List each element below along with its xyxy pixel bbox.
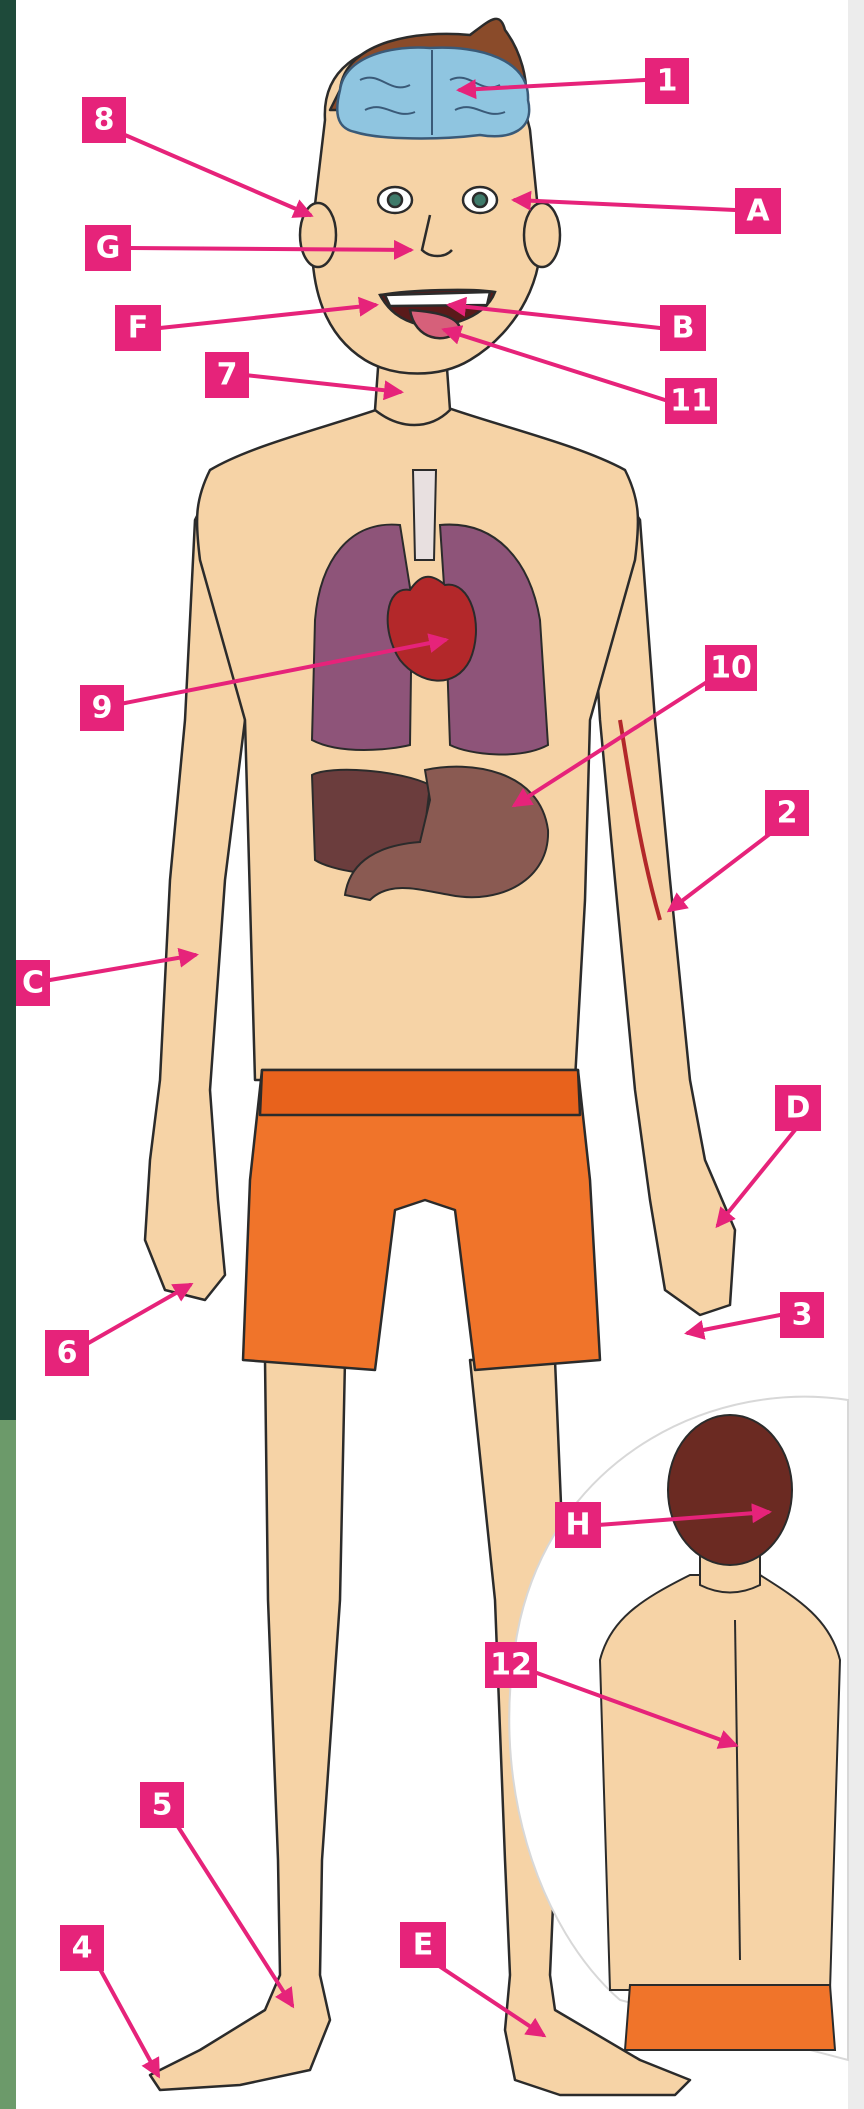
label-H-text: H bbox=[565, 1508, 590, 1543]
teeth bbox=[385, 292, 490, 306]
label-4-text: 4 bbox=[72, 1931, 93, 1966]
label-9: 9 bbox=[80, 685, 124, 731]
label-B: B bbox=[660, 305, 706, 351]
label-E-text: E bbox=[413, 1928, 434, 1963]
arrow-8 bbox=[125, 135, 310, 215]
label-C-text: C bbox=[22, 966, 44, 1001]
shorts-waistband bbox=[260, 1070, 580, 1115]
arrow-5 bbox=[175, 1822, 292, 2005]
label-11: 11 bbox=[665, 378, 717, 424]
label-6: 6 bbox=[45, 1330, 89, 1376]
label-12: 12 bbox=[485, 1642, 537, 1688]
label-D: D bbox=[775, 1085, 821, 1131]
label-6-text: 6 bbox=[57, 1336, 78, 1371]
label-C: C bbox=[16, 960, 50, 1006]
right-border-strip bbox=[848, 0, 864, 2109]
label-3-text: 3 bbox=[792, 1298, 813, 1333]
arrow-G bbox=[130, 248, 410, 250]
label-1: 1 bbox=[645, 58, 689, 104]
right-iris bbox=[473, 193, 487, 207]
label-D-text: D bbox=[786, 1091, 811, 1126]
back-torso bbox=[600, 1575, 840, 1990]
label-A: A bbox=[735, 188, 781, 234]
arrow-3 bbox=[688, 1315, 780, 1333]
left-border-strip-light bbox=[0, 1420, 16, 2109]
label-7-text: 7 bbox=[217, 358, 238, 393]
label-10: 10 bbox=[705, 645, 757, 691]
back-shorts bbox=[625, 1985, 835, 2050]
left-iris bbox=[388, 193, 402, 207]
label-4: 4 bbox=[60, 1925, 104, 1971]
label-2-text: 2 bbox=[777, 796, 798, 831]
right-ear bbox=[524, 203, 560, 267]
trachea bbox=[413, 470, 436, 560]
label-E: E bbox=[400, 1922, 446, 1968]
label-F: F bbox=[115, 305, 161, 351]
label-G: G bbox=[85, 225, 131, 271]
arrow-4 bbox=[95, 1960, 158, 2075]
back-head bbox=[668, 1415, 792, 1565]
label-G-text: G bbox=[96, 231, 121, 266]
label-1-text: 1 bbox=[657, 64, 678, 99]
label-5-text: 5 bbox=[152, 1788, 173, 1823]
label-H: H bbox=[555, 1502, 601, 1548]
brain bbox=[337, 47, 529, 138]
label-8: 8 bbox=[82, 97, 126, 143]
label-5: 5 bbox=[140, 1782, 184, 1828]
label-A-text: A bbox=[746, 194, 770, 229]
label-F-text: F bbox=[128, 311, 149, 346]
label-9-text: 9 bbox=[92, 691, 113, 726]
label-7: 7 bbox=[205, 352, 249, 398]
label-B-text: B bbox=[672, 311, 695, 346]
label-11-text: 11 bbox=[670, 384, 712, 419]
label-8-text: 8 bbox=[94, 103, 115, 138]
label-2: 2 bbox=[765, 790, 809, 836]
left-leg bbox=[150, 1360, 345, 2090]
arrow-2 bbox=[670, 830, 775, 910]
label-10-text: 10 bbox=[710, 651, 752, 686]
arrow-6 bbox=[85, 1285, 190, 1345]
arrow-D bbox=[718, 1130, 795, 1225]
arrow-11 bbox=[445, 330, 665, 400]
label-3: 3 bbox=[780, 1292, 824, 1338]
label-12-text: 12 bbox=[490, 1648, 532, 1683]
